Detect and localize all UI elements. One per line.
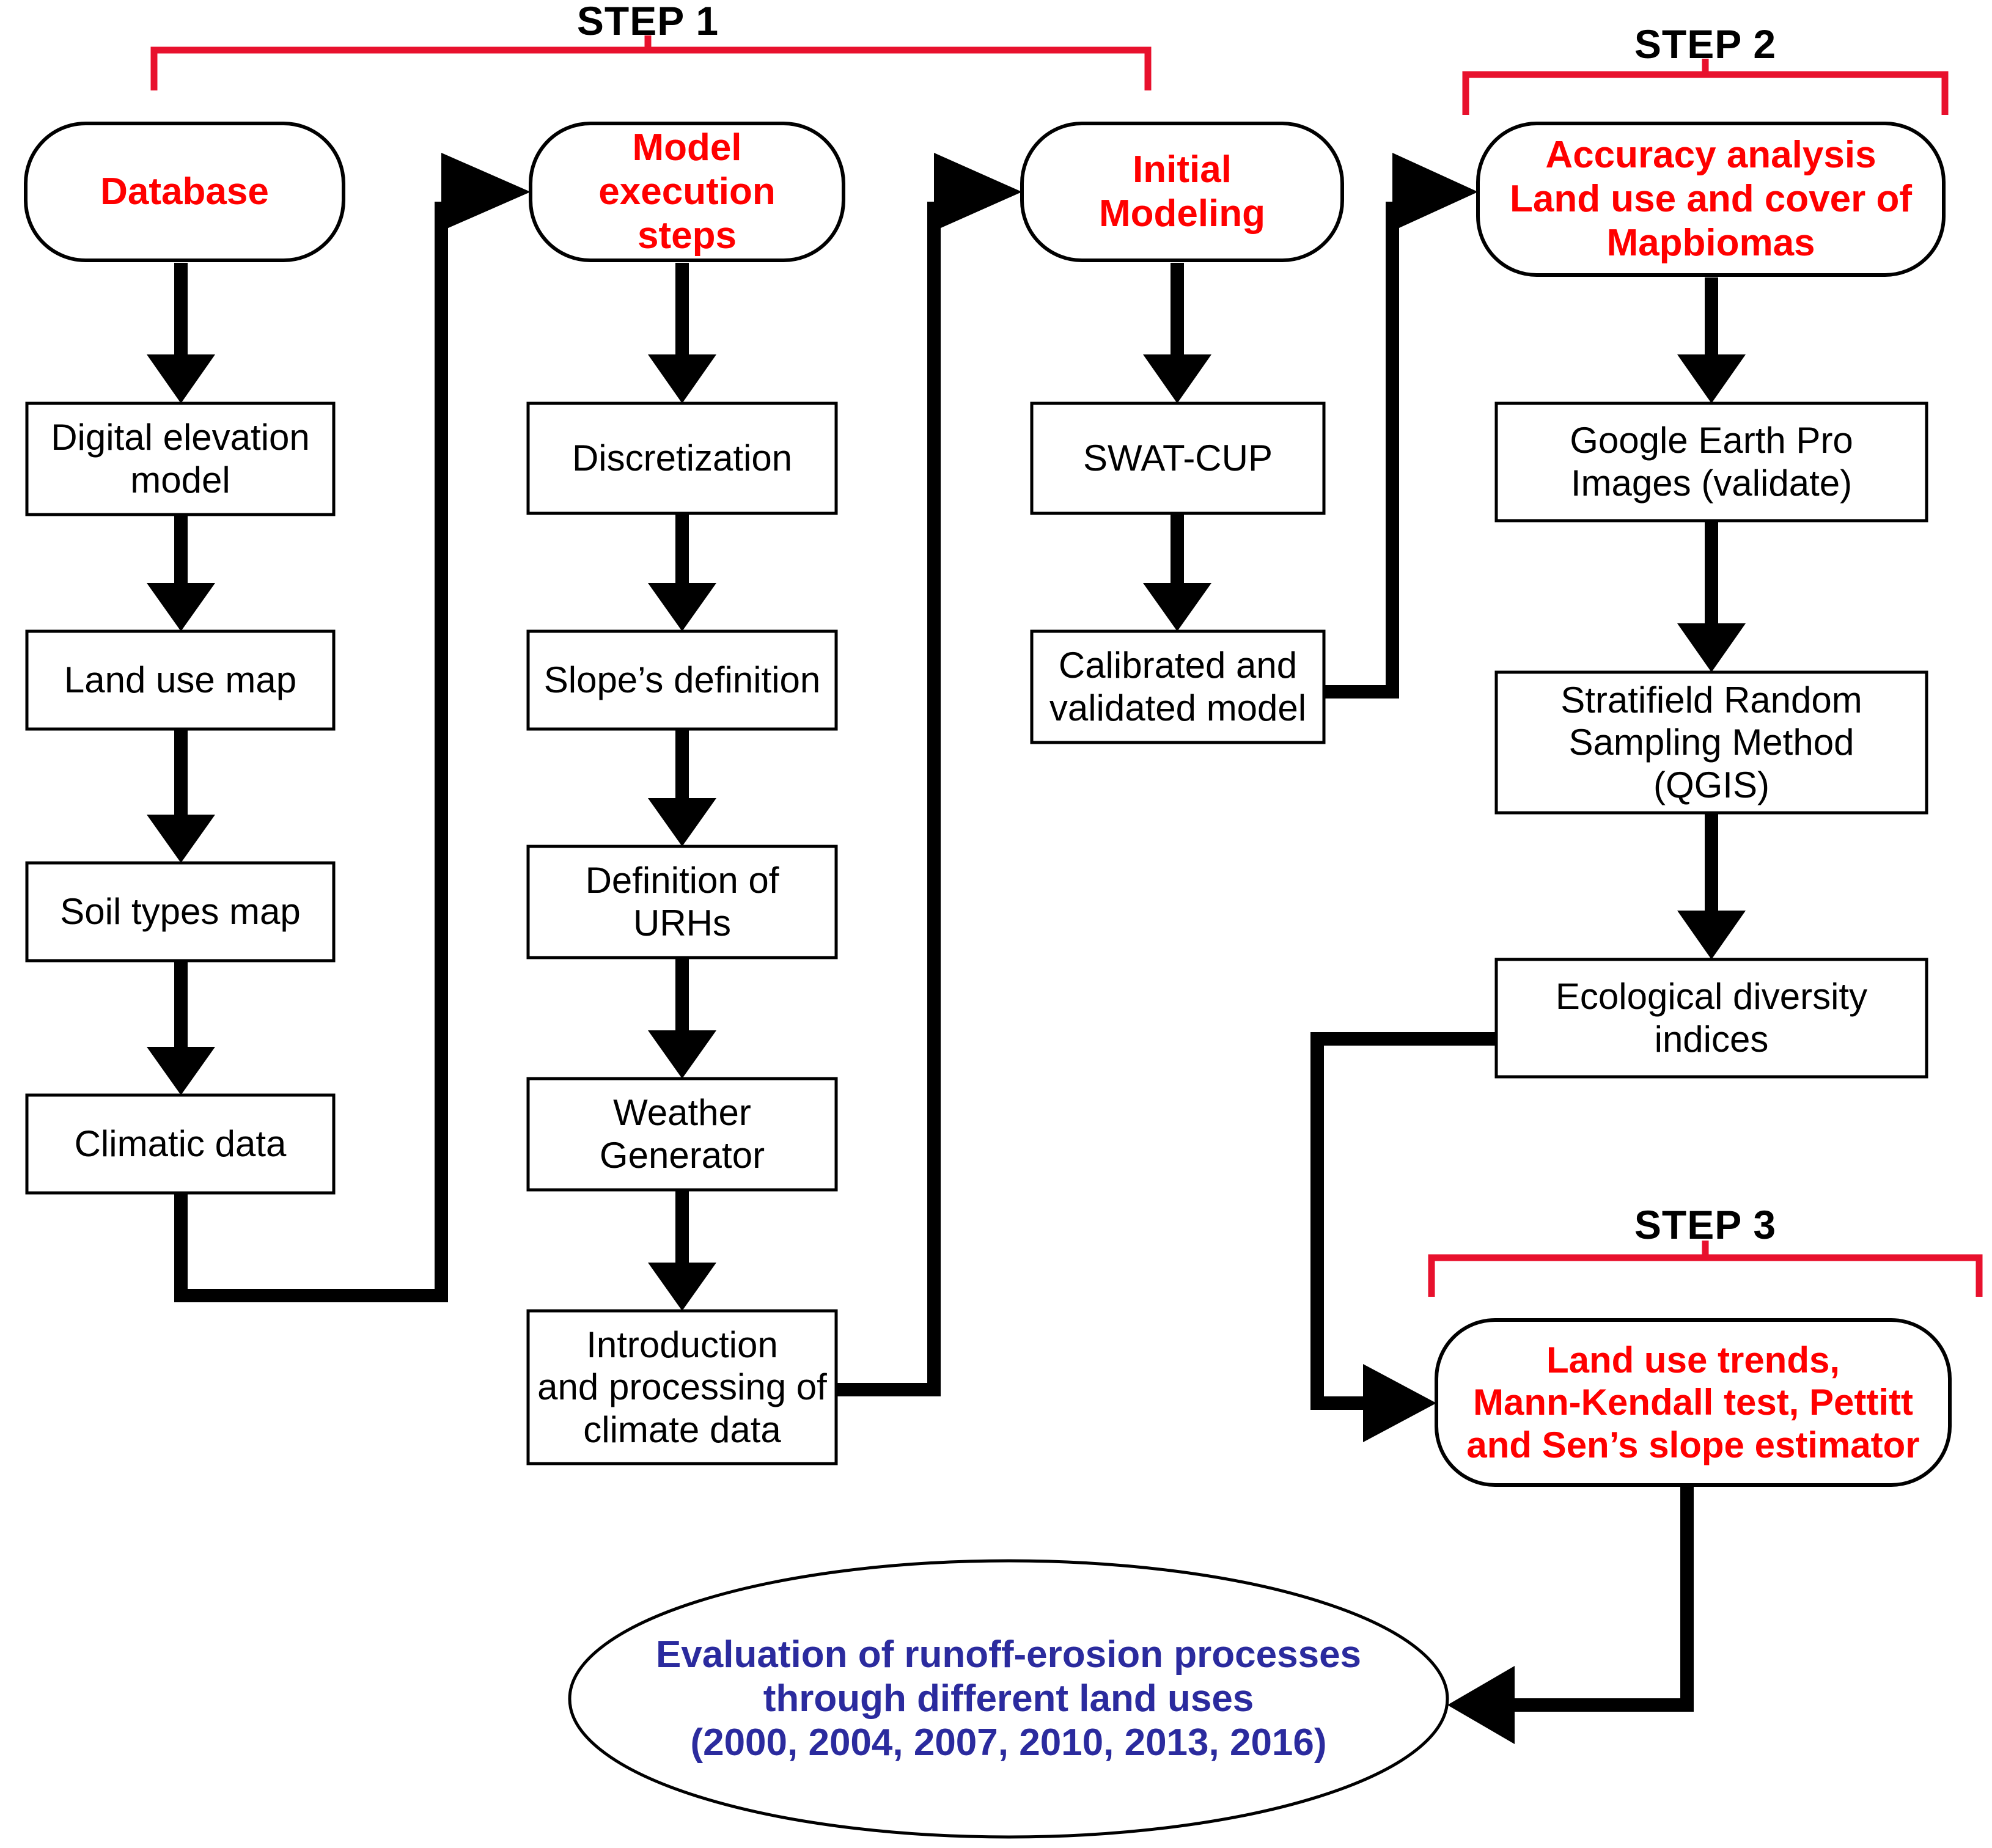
label-slopes-definition: Slope’s definition xyxy=(543,659,821,701)
label-introduction-climate-data: Introduction and processing of climate d… xyxy=(537,1324,827,1450)
arrow-model-execution-to-discretization xyxy=(648,263,716,403)
box-slopes-definition[interactable] xyxy=(526,629,838,731)
label-climatic-data: Climatic data xyxy=(74,1123,287,1165)
label-discretization: Discretization xyxy=(572,438,793,479)
label-soil-types-map: Soil types map xyxy=(60,891,301,933)
step2-bracket xyxy=(1462,59,1949,115)
arrow-initial-modeling-to-swat-cup xyxy=(1143,263,1211,403)
connector-climatic-data-to-model-execution xyxy=(174,153,531,1302)
box-climatic-data[interactable] xyxy=(25,1093,336,1195)
label-calibrated-validated-model: Calibrated and validated model xyxy=(1049,645,1307,728)
step2-label: STEP 2 xyxy=(1634,21,1777,67)
label-digital-elevation-model: Digital elevation model xyxy=(51,417,310,501)
label-outcome: Evaluation of runoff-erosion processes t… xyxy=(655,1634,1362,1764)
box-weather-generator[interactable] xyxy=(526,1077,838,1192)
outcome-ellipse[interactable] xyxy=(568,1559,1449,1839)
box-digital-elevation-model[interactable] xyxy=(25,402,336,516)
stage-label-model-execution: Model execution steps xyxy=(598,127,776,257)
arrow-discretization-to-slopes xyxy=(648,513,716,631)
stage-label-database: Database xyxy=(100,170,269,213)
arrow-weather-generator-to-climate-data xyxy=(648,1190,716,1311)
label-google-earth-pro-images: Google Earth Pro Images (validate) xyxy=(1570,420,1853,504)
label-swat-cup: SWAT-CUP xyxy=(1083,438,1273,479)
arrow-database-to-dem xyxy=(147,263,215,403)
arrow-land-use-map-to-soil-types xyxy=(147,729,215,863)
box-calibrated-validated-model[interactable] xyxy=(1030,629,1326,744)
label-stratified-random-sampling: Stratifield Random Sampling Method (QGIS… xyxy=(1560,679,1862,805)
connector-calibrated-model-to-accuracy xyxy=(1324,153,1478,698)
stage-box-database[interactable] xyxy=(24,122,345,262)
arrow-google-earth-to-sampling xyxy=(1677,521,1746,672)
arrow-soil-types-to-climatic-data xyxy=(147,961,215,1095)
box-land-use-map[interactable] xyxy=(25,629,336,731)
step1-bracket xyxy=(150,35,1152,90)
label-definition-of-urhs: Definition of URHs xyxy=(585,860,779,944)
stage-box-accuracy-analysis[interactable] xyxy=(1476,122,1946,277)
box-ecological-diversity-indices[interactable] xyxy=(1494,958,1928,1079)
arrow-slopes-to-urhs xyxy=(648,729,716,846)
box-discretization[interactable] xyxy=(526,402,838,515)
stage-label-initial-modeling: Initial Modeling xyxy=(1098,148,1266,235)
stage-label-accuracy-analysis: Accuracy analysis Land use and cover of … xyxy=(1509,134,1913,264)
step1-label: STEP 1 xyxy=(576,0,719,43)
box-introduction-climate-data[interactable] xyxy=(526,1309,838,1465)
arrow-dem-to-land-use-map xyxy=(147,515,215,631)
step3-bracket xyxy=(1428,1241,1983,1297)
box-google-earth-pro-images[interactable] xyxy=(1494,402,1928,522)
stage-label-land-use-trends: Land use trends, Mann-Kendall test, Pett… xyxy=(1466,1339,1920,1465)
connector-climate-data-to-initial-modeling xyxy=(836,153,1022,1396)
label-ecological-diversity-indices: Ecological diversity indices xyxy=(1555,976,1868,1060)
box-stratified-random-sampling[interactable] xyxy=(1494,670,1928,815)
step3-label: STEP 3 xyxy=(1634,1201,1777,1247)
label-weather-generator: Weather Generator xyxy=(599,1092,765,1176)
label-land-use-map: Land use map xyxy=(64,659,297,701)
connector-ecological-indices-to-land-use-trends xyxy=(1310,1032,1496,1442)
connector-land-use-trends-to-outcome xyxy=(1447,1485,1694,1744)
arrow-urhs-to-weather-generator xyxy=(648,958,716,1079)
arrow-swat-cup-to-calibrated-model xyxy=(1143,513,1211,631)
arrow-accuracy-to-google-earth xyxy=(1677,277,1746,403)
box-soil-types-map[interactable] xyxy=(25,861,336,963)
arrow-sampling-to-ecological-indices xyxy=(1677,813,1746,959)
